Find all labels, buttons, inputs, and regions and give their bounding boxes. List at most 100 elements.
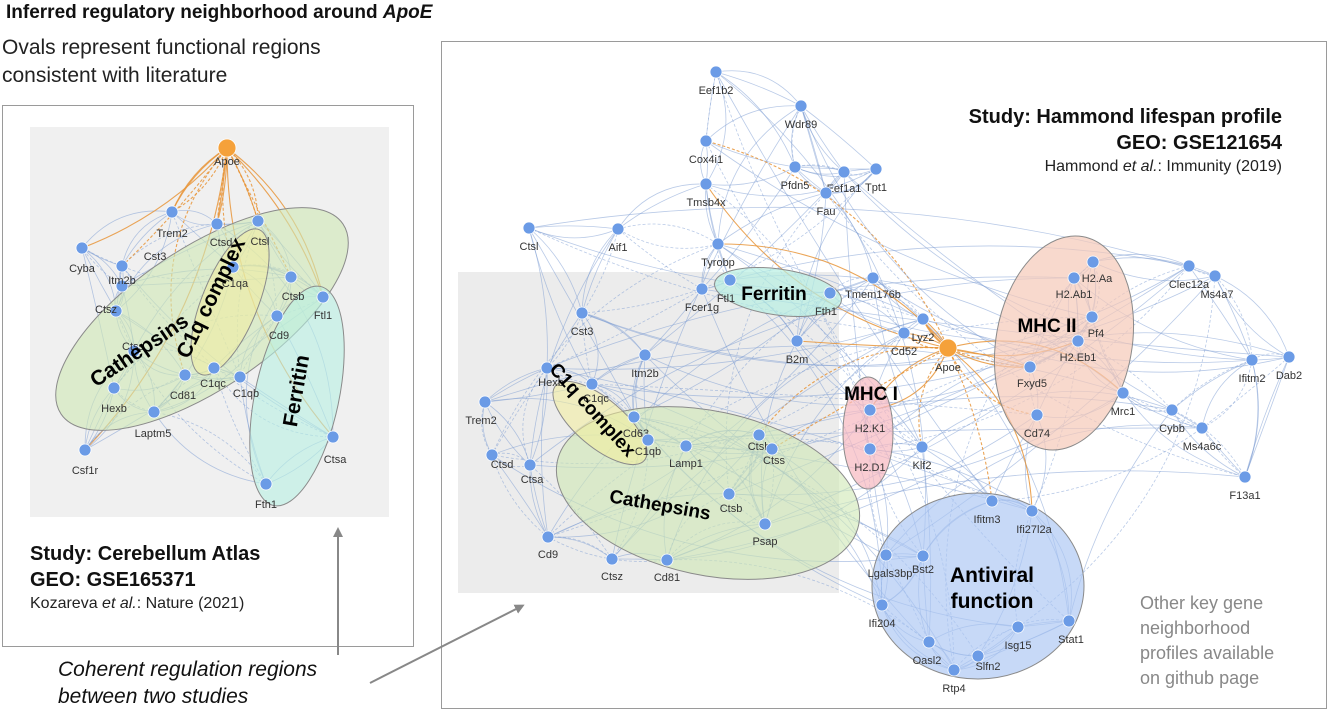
gene-node-label: Ifitm2 <box>1239 373 1266 385</box>
subtitle-line: consistent with literature <box>2 64 228 87</box>
page-title: Inferred regulatory neighborhood around … <box>6 2 433 23</box>
network-edge <box>1068 409 1173 622</box>
gene-node-slfn2: Slfn2 <box>971 649 1001 673</box>
gene-node-lyz2: Lyz2 <box>912 312 934 344</box>
gene-node-label: Ctsb <box>282 291 305 303</box>
gene-node-label: Klf2 <box>913 460 932 472</box>
network-edge <box>1091 265 1190 318</box>
network-edge <box>617 228 703 290</box>
gene-node-ctsz: Ctsz <box>95 304 123 318</box>
gene-node-marker <box>575 306 589 320</box>
gene-node-marker <box>627 410 641 424</box>
gene-node-marker <box>78 443 92 457</box>
network-edge <box>947 347 993 502</box>
gene-node-trem2: Trem2 <box>156 205 188 240</box>
gene-node-label: Cst3 <box>571 326 594 338</box>
gene-node-label: Ifi204 <box>869 618 896 630</box>
gene-node-label: B2m <box>786 354 809 366</box>
page-subtitle: Ovals represent functional regions consi… <box>2 34 321 90</box>
gene-node-stat1: Stat1 <box>1058 614 1084 646</box>
network-edge <box>491 367 548 456</box>
network-edge <box>796 340 949 349</box>
gene-node-marker <box>765 442 779 456</box>
gene-node-marker <box>1182 259 1196 273</box>
gene-node-marker <box>711 237 725 251</box>
gene-node-h2-ab1: H2.Ab1 <box>1056 271 1092 301</box>
gene-node-marker <box>1030 408 1044 422</box>
gene-node-label: Hexb <box>101 403 127 415</box>
gene-node-marker <box>915 440 929 454</box>
gene-node-marker <box>758 517 772 531</box>
gene-node-marker <box>916 312 930 326</box>
network-edge <box>644 288 703 356</box>
network-edge <box>529 228 619 466</box>
region-antiviral-function <box>871 492 1085 680</box>
gene-node-label: C1qb <box>635 446 661 458</box>
subtitle-line: Ovals represent functional regions <box>2 36 321 59</box>
gene-node-cd74: Cd74 <box>1024 408 1050 440</box>
gene-node-ctsd: Ctsd <box>210 217 232 249</box>
gene-node-label: Cyba <box>69 263 96 275</box>
gene-node-label: Fxyd5 <box>1017 378 1047 390</box>
network-edge <box>794 166 877 177</box>
gene-node-marker <box>922 635 936 649</box>
network-edge <box>581 228 619 314</box>
network-edge <box>918 347 949 448</box>
gene-node-csf1r: Csf1r <box>72 443 98 477</box>
network-edge <box>546 367 1033 512</box>
gene-node-marker <box>660 553 674 567</box>
gene-node-fcer1g: Fcer1g <box>685 282 719 314</box>
network-edge <box>617 183 707 230</box>
gene-node-label: Ctsl <box>520 241 539 253</box>
gene-node-marker <box>790 334 804 348</box>
gene-node-label: Slfn2 <box>975 661 1000 673</box>
gene-node-label: Ctss <box>122 341 145 353</box>
network-edge <box>717 192 827 245</box>
gene-node-marker <box>115 279 129 293</box>
gene-node-marker <box>522 221 536 235</box>
gene-node-marker <box>722 487 736 501</box>
gene-node-label: Tmem176b <box>845 289 901 301</box>
gene-node-label: Tmsb4x <box>686 197 726 209</box>
network-edge <box>1214 275 1290 358</box>
gene-node-marker <box>1086 255 1100 269</box>
right-study-geo: GEO: GSE121654 <box>1116 132 1282 154</box>
gene-node-marker <box>1062 614 1076 628</box>
network-edge <box>705 166 796 186</box>
gene-node-oasl2: Oasl2 <box>913 635 941 667</box>
right-study-info: Study: Hammond lifespan profile GEO: GSE… <box>969 104 1282 178</box>
gene-node-c1qa: C1qa <box>222 260 249 290</box>
gene-node-label: H2.K1 <box>855 423 886 435</box>
network-edge <box>705 71 727 185</box>
left-study-geo: GEO: GSE165371 <box>30 569 196 591</box>
network-edge <box>825 192 1246 478</box>
gene-node-fau: Fau <box>817 186 835 218</box>
network-edge <box>581 312 593 385</box>
gene-node-label: H2.Aa <box>1082 273 1113 285</box>
gene-node-c1qb: C1qb <box>233 370 259 400</box>
gene-node-ctsb: Ctsb <box>720 487 743 515</box>
gene-node-label: Cd81 <box>170 390 196 402</box>
gene-node-marker <box>127 344 141 358</box>
gene-node-c1qc: C1qc <box>200 361 226 390</box>
gene-node-label: C1qa <box>222 278 249 290</box>
gene-node-marker <box>916 549 930 563</box>
gene-node-tpt1: Tpt1 <box>865 162 887 194</box>
gene-node-marker <box>585 377 599 391</box>
gene-node-marker <box>326 430 340 444</box>
gene-node-ctss: Ctss <box>763 442 786 467</box>
gene-node-label: Pf4 <box>1088 328 1105 340</box>
network-edge <box>617 223 719 245</box>
network-edge <box>528 225 619 230</box>
network-edge <box>717 105 802 245</box>
left-study-info: Study: Cerebellum Atlas GEO: GSE165371 K… <box>30 541 260 615</box>
gene-node-ctsl: Ctsl <box>251 214 269 248</box>
network-edge <box>1244 359 1259 478</box>
gene-node-ms4a6c: Ms4a6c <box>1183 421 1222 453</box>
network-edge <box>121 211 173 267</box>
gene-node-ms4a7: Ms4a7 <box>1200 269 1234 301</box>
gene-node-label: Ctsd <box>491 459 514 471</box>
gene-node-label: Ctsb <box>720 503 743 515</box>
